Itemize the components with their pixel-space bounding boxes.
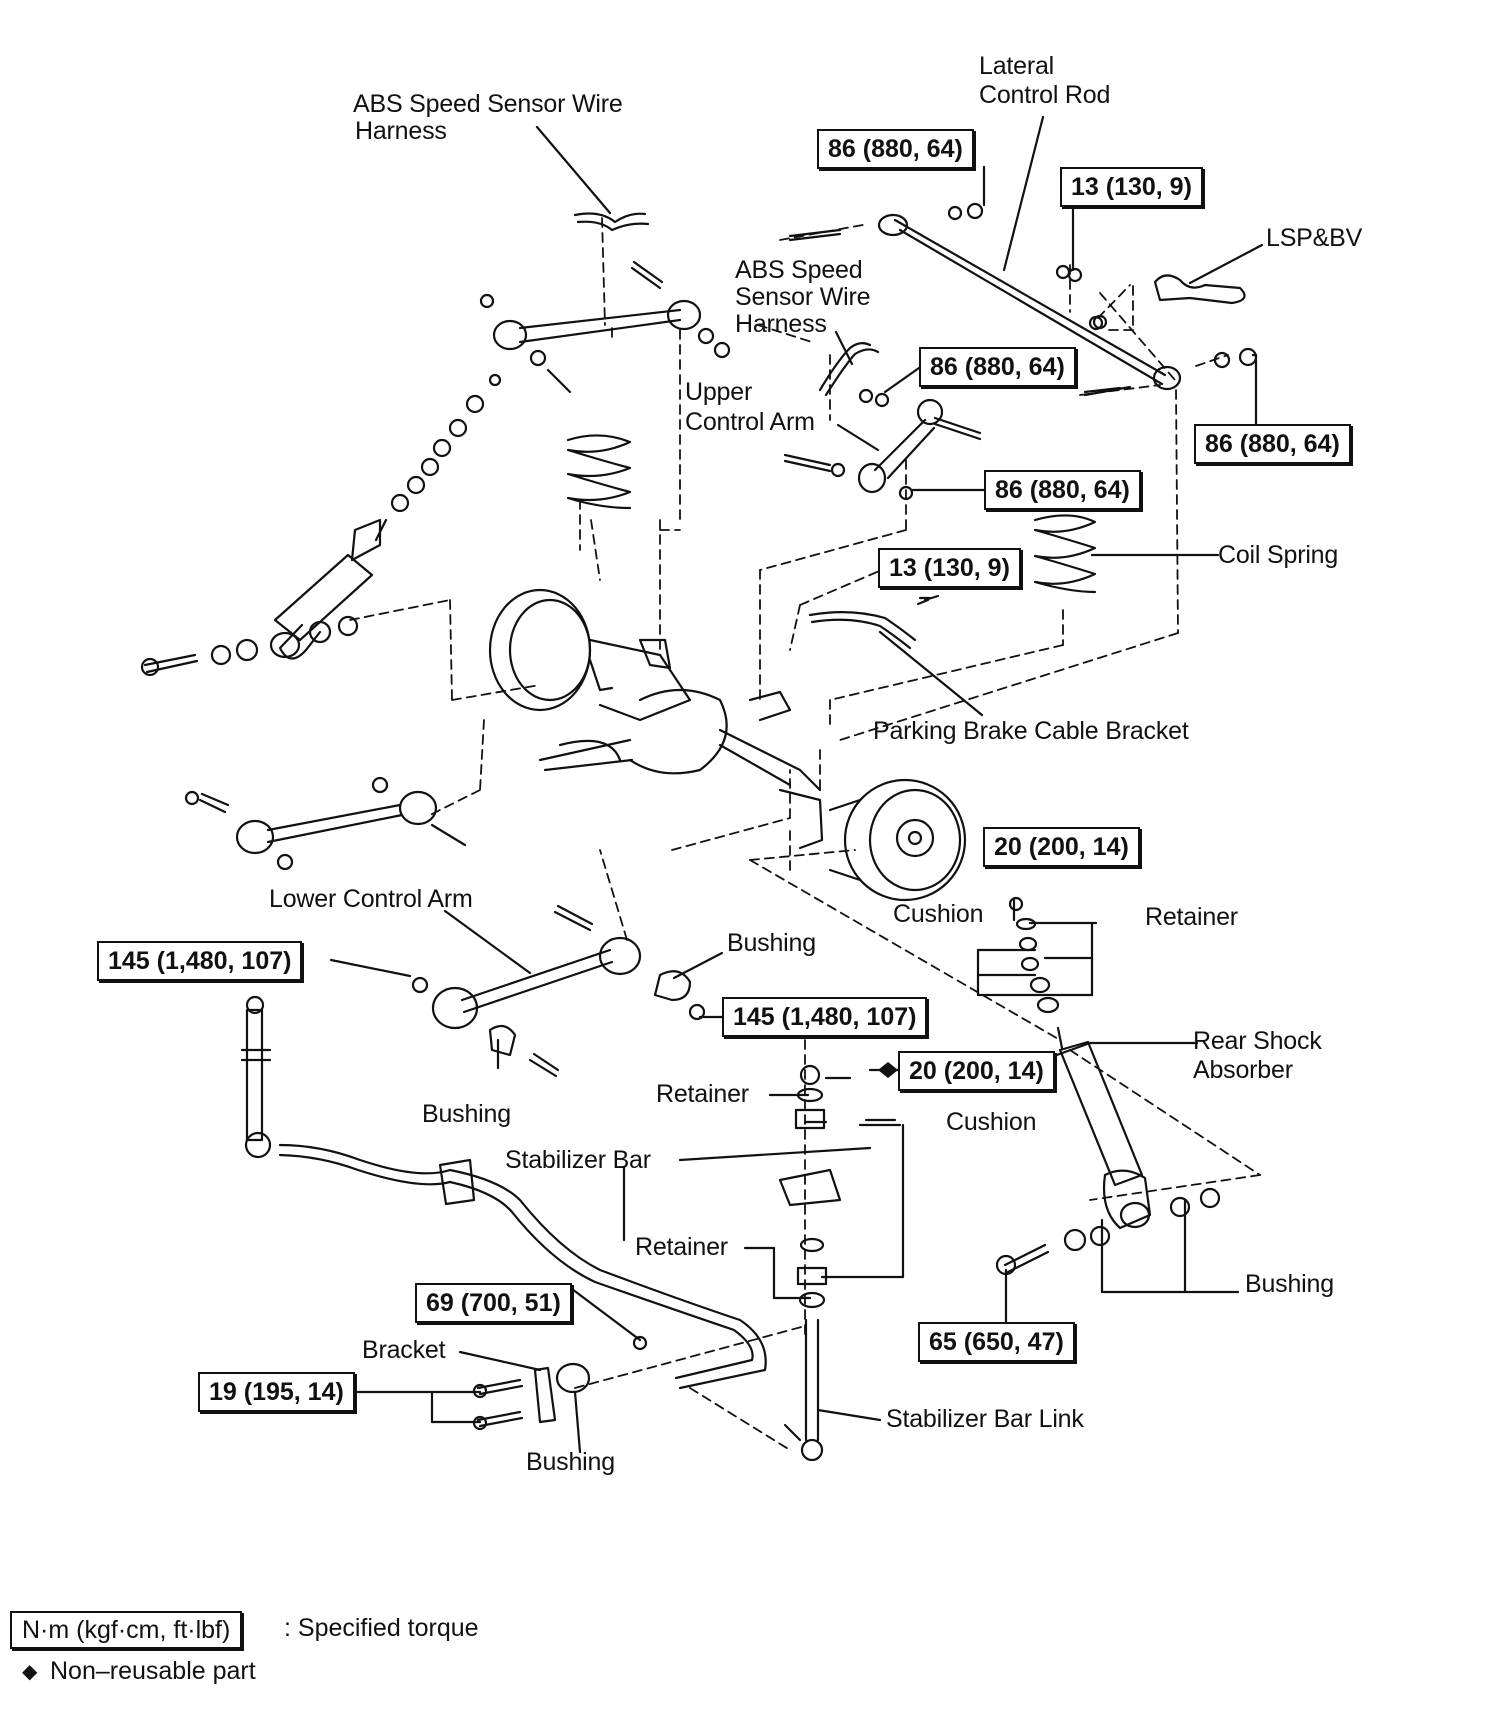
torque-shock-upper-nut: 20 (200, 14) [983,827,1140,867]
legend-nonreusable-symbol: ◆ [22,1661,38,1683]
rear-shock-right [995,896,1221,1276]
torque-lspbv-bolt: 13 (130, 9) [1060,167,1203,207]
torque-parking-bracket-bolt: 13 (130, 9) [878,548,1021,588]
label-abs-harness-top-line1: ABS Speed Sensor Wire [353,90,623,118]
legend-torque-meaning: : Specified torque [284,1614,479,1642]
nonreusable-marker [878,1062,898,1078]
torque-shock-lower-bolt: 65 (650, 47) [918,1322,1075,1362]
lower-control-arm-upper [184,776,467,871]
torque-lateral-rod-right: 86 (880, 64) [1194,424,1351,464]
label-cushion-mid: Cushion [946,1108,1037,1136]
abs-wire-harness-top [573,212,650,232]
label-stabilizer-bar: Stabilizer Bar [505,1146,651,1174]
stabilizer-bracket [472,1362,591,1431]
label-bushing-lower-arm: Bushing [727,929,816,957]
label-abs-harness-top-line2: Harness [355,117,447,145]
label-coil-spring: Coil Spring [1218,541,1339,569]
label-rear-shock-absorber-line1: Rear Shock [1193,1027,1322,1055]
label-lateral-control-rod-line1: Lateral [979,52,1055,80]
torque-stab-bracket-bolt: 69 (700, 51) [415,1283,572,1323]
legend-nonreusable-meaning: Non–reusable part [50,1657,256,1685]
label-bushing-shock: Bushing [1245,1270,1334,1298]
torque-bracket-bolts: 19 (195, 14) [198,1372,355,1412]
parking-brake-cable-bracket [808,594,940,650]
coil-spring-left [566,434,632,510]
label-cushion-top: Cushion [893,900,984,928]
lspbv-valve [1055,264,1246,330]
label-retainer-low: Retainer [635,1233,728,1261]
label-abs-harness-right-line3: Harness [735,310,827,338]
torque-link-upper-nut: 20 (200, 14) [898,1051,1055,1091]
label-rear-shock-absorber-line2: Absorber [1193,1056,1293,1084]
label-abs-harness-right-line2: Sensor Wire [735,283,871,311]
label-lspbv: LSP&BV [1266,224,1363,252]
label-parking-brake-cable-bracket: Parking Brake Cable Bracket [873,717,1189,745]
torque-lower-arm-left: 145 (1,480, 107) [97,941,303,981]
label-abs-harness-right-line1: ABS Speed [735,256,863,284]
label-lateral-control-rod-line2: Control Rod [979,81,1111,109]
torque-upper-arm-upper: 86 (880, 64) [919,347,1076,387]
leader-lines [329,115,1264,1454]
label-stabilizer-bar-link: Stabilizer Bar Link [886,1405,1084,1433]
lower-control-arm [411,904,706,1078]
label-upper-control-arm-line1: Upper [685,378,753,406]
lspbv-small-bolts [1067,267,1104,331]
coil-spring-right [1033,514,1097,594]
torque-lateral-rod-left: 86 (880, 64) [817,129,974,169]
stabilizer-link-assembly [778,1064,842,1462]
label-bracket: Bracket [362,1336,446,1364]
torque-lower-arm-right: 145 (1,480, 107) [722,997,928,1037]
label-bushing-lower-arm-below: Bushing [422,1100,511,1128]
lateral-control-rod [788,202,1258,394]
legend-torque-unit: N·m (kgf·cm, ft·lbf) [10,1611,243,1649]
abs-wire-harness-right [818,341,880,397]
label-lower-control-arm: Lower Control Arm [269,885,473,913]
label-bushing-stabilizer: Bushing [526,1448,615,1476]
upper-control-arm-right [783,385,1132,501]
upper-control-arm-left [479,260,731,394]
stabilizer-bar [240,995,767,1390]
label-retainer-mid: Retainer [656,1080,749,1108]
torque-upper-arm-lower: 86 (880, 64) [984,470,1141,510]
rear-axle-housing [488,588,967,902]
label-upper-control-arm-line2: Control Arm [685,408,815,436]
rear-shock-left [140,373,502,677]
label-retainer-top: Retainer [1145,903,1238,931]
